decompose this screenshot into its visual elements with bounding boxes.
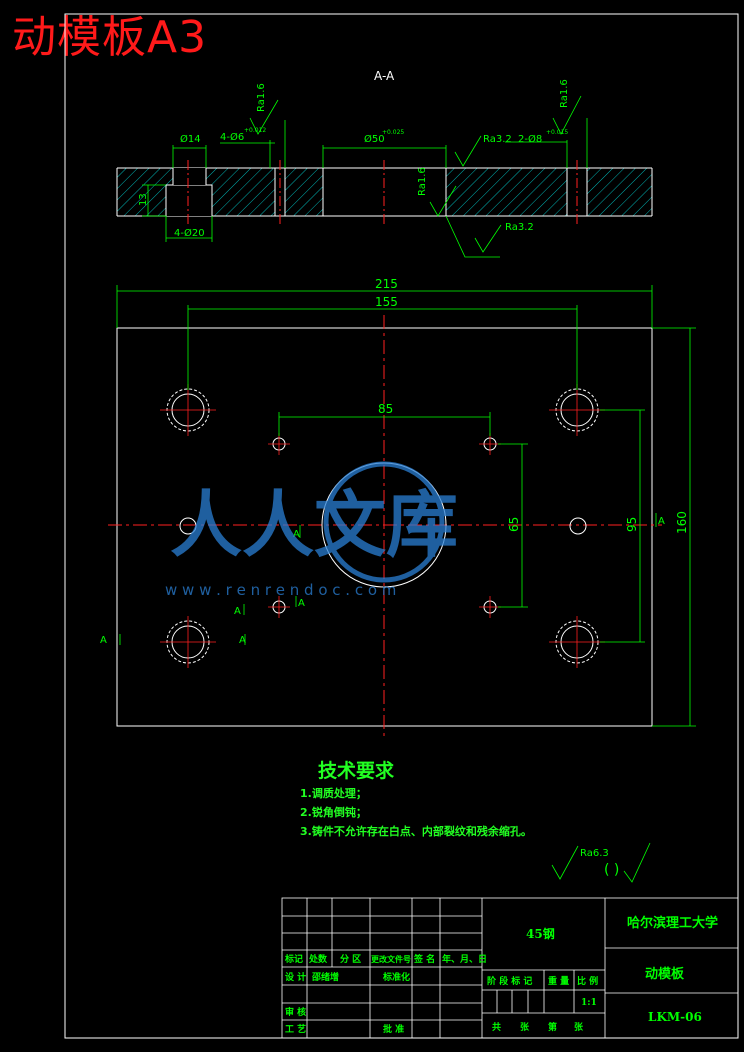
dim-depth13: 13 (138, 193, 149, 206)
section-view: A-A (116, 69, 653, 225)
tech-requirements: 技术要求 1.调质处理； 2.锐角倒钝； 3.铸件不允许存在白点、内部裂纹和残余… (300, 758, 532, 841)
tb-row-label-5: 年、月、日 (442, 953, 487, 965)
title-block-texts: 45钢 哈尔滨理工大学 动模板 LKM-06 1:1 标记 处数 分 区 更改文… (284, 915, 718, 1035)
tb-review: 审 核 (285, 1006, 306, 1018)
tb-design: 设 计 (285, 971, 306, 983)
tb-stage-2: 比 例 (577, 975, 598, 987)
dim-ra32: Ra3.2 (483, 134, 512, 145)
tb-approve: 批 准 (383, 1023, 404, 1035)
tech-line-1: 1.调质处理； (300, 787, 367, 800)
tech-line-2: 2.锐角倒钝； (300, 806, 367, 819)
tb-part: 动模板 (645, 966, 685, 982)
dim-paren: ( ) (604, 862, 619, 878)
tech-heading: 技术要求 (318, 760, 395, 782)
tb-standard: 标准化 (382, 971, 410, 983)
dim-95: 95 (625, 517, 639, 532)
plan-dim-texts: 215 155 85 65 95 160 A A A A A A Ra6.3 (… (100, 277, 689, 878)
tb-row-label-1: 处数 (308, 953, 328, 965)
tb-craft: 工 艺 (285, 1023, 306, 1035)
dim-ra16-left: Ra1.6 (256, 83, 267, 112)
dim-155: 155 (375, 295, 398, 309)
tb-sheet-2: 第 (548, 1021, 557, 1033)
sec-marker-3: A (100, 635, 107, 646)
dim-tol-d8: +0.015 (546, 129, 568, 136)
tb-school: 哈尔滨理工大学 (627, 915, 718, 931)
tb-sheet-3: 张 (574, 1021, 584, 1033)
tb-material: 45钢 (526, 926, 555, 941)
tb-row-label-0: 标记 (284, 953, 303, 965)
plan-dimensions (116, 285, 696, 727)
dim-4-d6: 4-Ø6 (220, 131, 244, 143)
tb-row-label-2: 分 区 (340, 953, 361, 965)
sec-marker-1: A (293, 529, 300, 540)
watermark-text: 人人文库 (170, 483, 458, 567)
sec-marker-5: A (234, 606, 241, 617)
tb-stage-0: 阶 段 标 记 (487, 975, 532, 987)
section-dimensions (142, 95, 651, 883)
dim-2-d8: 2-Ø8 (518, 133, 542, 145)
dim-ra16-right: Ra1.6 (559, 79, 570, 108)
dim-215: 215 (375, 277, 398, 291)
plan-view (108, 315, 662, 738)
title-block (281, 897, 739, 1039)
sec-marker-2: A (658, 516, 665, 527)
dim-d50: Ø50 (364, 133, 385, 145)
tb-row-label-3: 更改文件号 (371, 954, 411, 964)
section-label: A-A (374, 69, 395, 83)
dim-65: 65 (507, 517, 521, 532)
tb-sheet-0: 共 (492, 1021, 501, 1033)
sec-marker-4: A (239, 635, 246, 646)
dim-ra32-bottom: Ra3.2 (505, 222, 534, 233)
tb-designer: 邵绪增 (311, 971, 339, 983)
tb-code: LKM-06 (648, 1010, 702, 1024)
dim-4-d20: 4-Ø20 (174, 227, 205, 239)
dim-ra63: Ra6.3 (580, 848, 609, 859)
tb-scale: 1:1 (581, 998, 597, 1008)
section-dim-texts: Ø14 4-Ø6 +0.012 Ø50 +0.025 Ra3.2 2-Ø8 +0… (138, 79, 570, 239)
tech-line-3: 3.铸件不允许存在白点、内部裂纹和残余缩孔。 (300, 825, 532, 838)
dim-d14: Ø14 (180, 133, 201, 145)
dim-tol-d50: +0.025 (382, 129, 404, 136)
dim-tol-h6: +0.012 (244, 127, 266, 134)
watermark-url: w w w . r e n r e n d o c . c o m (165, 581, 396, 599)
tb-stage-1: 重 量 (548, 975, 569, 987)
tb-sheet-1: 张 (520, 1021, 530, 1033)
dim-85: 85 (378, 402, 393, 416)
tb-row-label-4: 签 名 (413, 953, 435, 965)
drawing-title: 动模板A3 (12, 12, 208, 63)
sec-marker-6: A (298, 598, 305, 609)
watermark: 人人文库 w w w . r e n r e n d o c . c o m (165, 461, 458, 599)
dim-160: 160 (675, 511, 689, 534)
dim-ra16-bore: Ra1.6 (417, 167, 428, 196)
